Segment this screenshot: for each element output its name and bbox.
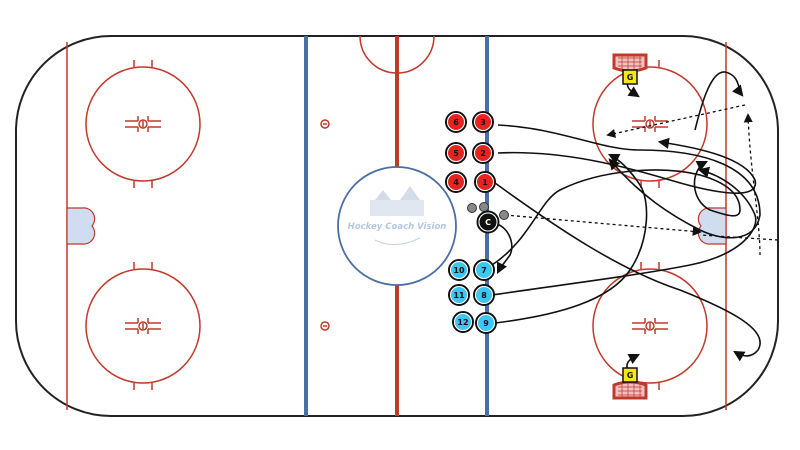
net-bottom bbox=[612, 380, 648, 400]
player-red-2: 2 bbox=[472, 142, 494, 164]
player-red-3-label: 3 bbox=[480, 118, 486, 127]
path-loop-top bbox=[694, 71, 744, 131]
player-blue-12: 12 bbox=[452, 311, 474, 333]
pass-paths bbox=[504, 104, 779, 256]
player-red-1: 1 bbox=[474, 171, 496, 193]
player-red-6: 6 bbox=[445, 111, 467, 133]
player-blue-10: 10 bbox=[448, 259, 470, 281]
pucks bbox=[467, 202, 509, 220]
pass-3 bbox=[606, 104, 746, 138]
player-blue-8: 8 bbox=[473, 284, 495, 306]
coach-marker: C bbox=[476, 210, 500, 234]
goalie-2: G bbox=[622, 367, 638, 383]
coach-marker-label: C bbox=[485, 218, 491, 227]
player-blue-7-label: 7 bbox=[481, 266, 487, 275]
skating-paths bbox=[489, 71, 761, 371]
goal-crease-left bbox=[66, 207, 96, 245]
goalie-1: G bbox=[622, 69, 638, 85]
player-blue-9-label: 9 bbox=[483, 319, 489, 328]
players: 6 3 5 2 4 1 10 7 11 8 12 9 C G G bbox=[445, 69, 638, 383]
neutral-zone-dots bbox=[320, 119, 330, 331]
watermark-text: Hockey Coach Vision bbox=[348, 222, 447, 232]
watermark-logo: Hockey Coach Vision bbox=[348, 186, 447, 246]
pass-2 bbox=[743, 113, 761, 256]
blue-line-left bbox=[304, 36, 308, 416]
pass-1 bbox=[504, 214, 702, 236]
player-red-4-label: 4 bbox=[453, 178, 459, 187]
path-1 bbox=[494, 182, 761, 362]
player-red-5-label: 5 bbox=[453, 149, 459, 158]
player-red-4: 4 bbox=[445, 171, 467, 193]
path-2 bbox=[497, 137, 757, 194]
player-blue-10-label: 10 bbox=[453, 266, 465, 275]
goalie-label: G bbox=[627, 73, 634, 82]
player-red-6-label: 6 bbox=[453, 118, 459, 127]
center-circle bbox=[337, 166, 457, 286]
path-8 bbox=[491, 166, 757, 296]
faceoff-circles bbox=[85, 60, 708, 390]
player-blue-7: 7 bbox=[473, 259, 495, 281]
player-red-3: 3 bbox=[472, 111, 494, 133]
goalie-label: G bbox=[627, 371, 634, 380]
path-coach bbox=[489, 221, 513, 275]
path-3 bbox=[497, 124, 761, 239]
player-blue-8-label: 8 bbox=[481, 291, 487, 300]
faceoff-circle-2 bbox=[85, 262, 201, 390]
player-blue-11-label: 11 bbox=[453, 291, 465, 300]
player-red-1-label: 1 bbox=[482, 178, 488, 187]
referee-crease bbox=[359, 35, 435, 74]
pass-4 bbox=[699, 234, 779, 241]
player-red-5: 5 bbox=[445, 142, 467, 164]
faceoff-circle-1 bbox=[85, 60, 201, 188]
player-blue-11: 11 bbox=[448, 284, 470, 306]
player-blue-12-label: 12 bbox=[457, 318, 468, 327]
player-red-2-label: 2 bbox=[480, 149, 486, 158]
player-blue-9: 9 bbox=[475, 312, 497, 334]
path-9 bbox=[494, 153, 648, 324]
